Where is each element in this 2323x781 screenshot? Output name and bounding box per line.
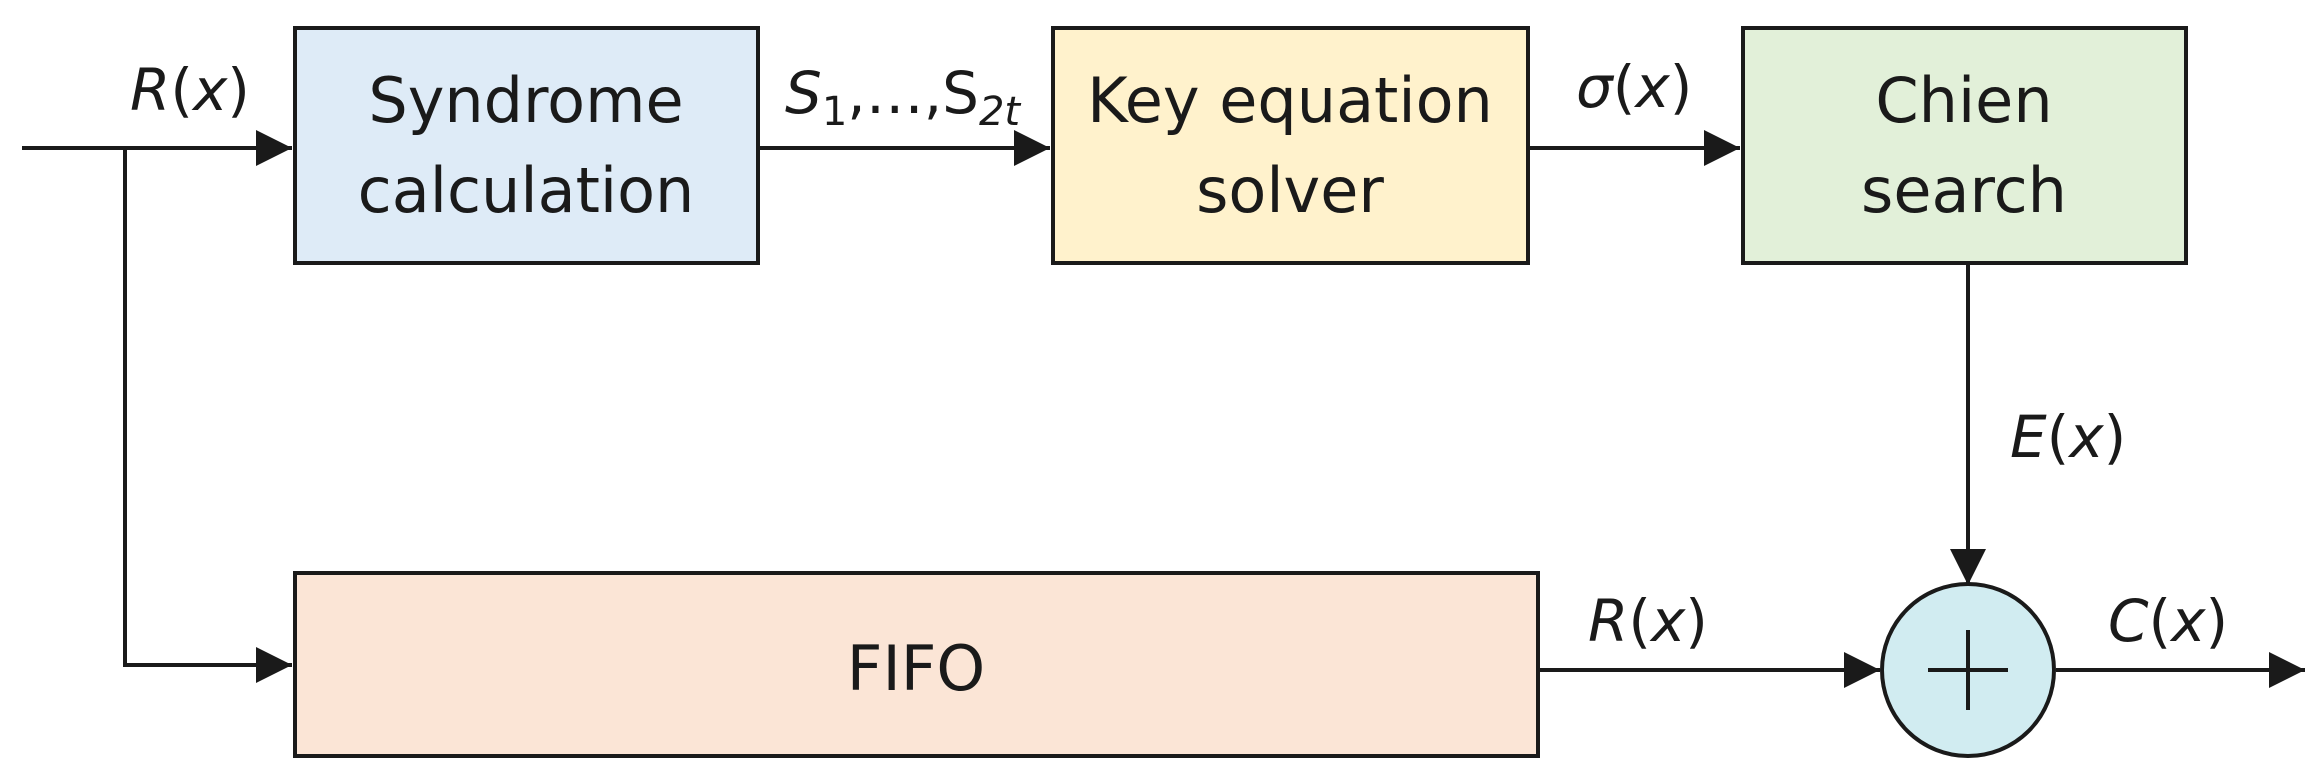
fifo-label: FIFO bbox=[847, 632, 985, 705]
key-equation-solver-block: Key equation solver bbox=[1051, 26, 1530, 265]
connections bbox=[22, 130, 2305, 688]
signal-error-label: E(x) bbox=[2010, 403, 2126, 471]
syndrome-label-line2: calculation bbox=[358, 154, 695, 227]
input-branch-to-fifo bbox=[123, 148, 292, 683]
signal-locator-label: σ(x) bbox=[1576, 53, 1692, 121]
chien-label-line1: Chien bbox=[1875, 64, 2052, 137]
syndrome-calculation-block: Syndrome calculation bbox=[293, 26, 760, 265]
adder bbox=[1880, 582, 2056, 758]
plus-circle-icon bbox=[1928, 630, 2008, 710]
signal-output-label: C(x) bbox=[2108, 587, 2228, 655]
syndrome-label-line1: Syndrome bbox=[368, 64, 683, 137]
signal-input-label: R(x) bbox=[130, 56, 250, 124]
chien-search-block: Chien search bbox=[1741, 26, 2188, 265]
signal-syndromes-label: S1,…,S2t bbox=[785, 59, 1021, 135]
signal-fifo-out-label: R(x) bbox=[1588, 587, 1708, 655]
fifo-block: FIFO bbox=[293, 571, 1540, 758]
key-equation-label-line2: solver bbox=[1196, 154, 1384, 227]
chien-label-line2: search bbox=[1861, 154, 2067, 227]
key-equation-label-line1: Key equation bbox=[1087, 64, 1493, 137]
